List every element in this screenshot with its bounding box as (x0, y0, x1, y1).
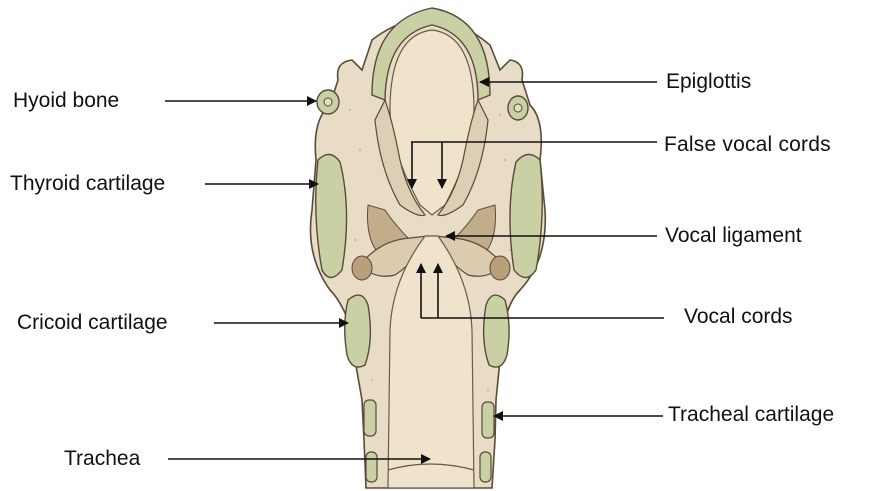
tracheal-ring-left-1 (364, 400, 376, 436)
tracheal-ring-right-2 (480, 452, 491, 482)
label-false-vocal-cords: False vocal cords (664, 133, 831, 157)
tracheal-ring-left-2 (366, 452, 377, 482)
arytenoid-right (490, 256, 510, 280)
thyroid-cartilage-left (316, 154, 347, 277)
label-vocal-cords: Vocal cords (684, 305, 793, 329)
cricoid-cartilage-right (484, 295, 509, 367)
label-thyroid-cartilage: Thyroid cartilage (10, 172, 165, 196)
label-hyoid-bone: Hyoid bone (13, 89, 119, 113)
label-cricoid-cartilage: Cricoid cartilage (17, 311, 168, 335)
arytenoid-left (352, 256, 372, 280)
tracheal-ring-right-1 (482, 402, 494, 438)
label-epiglottis: Epiglottis (666, 70, 751, 94)
thyroid-cartilage-right (510, 154, 542, 277)
cricoid-cartilage-left (345, 295, 371, 367)
label-vocal-ligament: Vocal ligament (665, 224, 802, 248)
label-trachea: Trachea (64, 447, 140, 471)
label-tracheal-cartilage: Tracheal cartilage (668, 403, 834, 427)
